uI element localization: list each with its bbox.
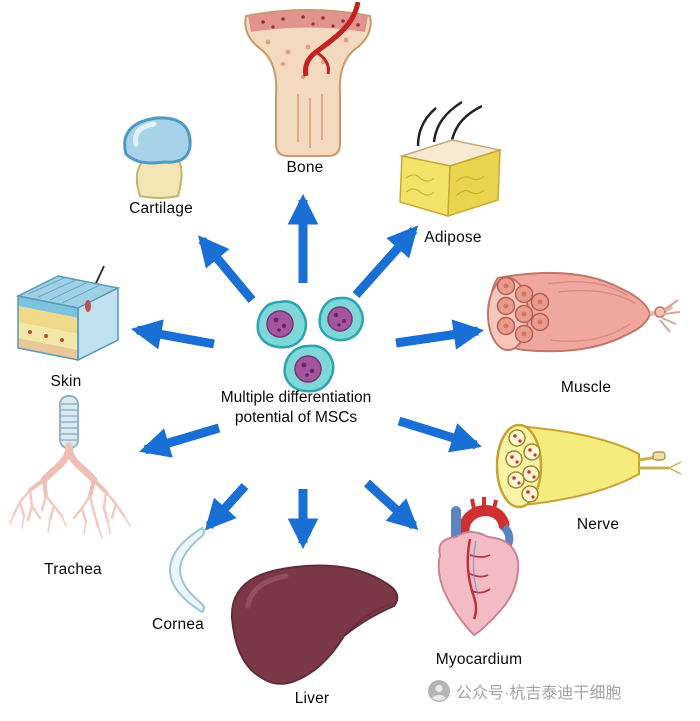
nerve-axon-ends bbox=[668, 461, 682, 475]
adipose-hairs bbox=[416, 100, 483, 147]
stem-cell bbox=[256, 300, 308, 349]
wechat-official-account-icon bbox=[428, 680, 450, 702]
label-adipose: Adipose bbox=[424, 229, 482, 246]
bone-body bbox=[244, 9, 372, 157]
liver-lobe-line bbox=[343, 603, 391, 637]
bronchi-main bbox=[40, 442, 98, 484]
heart-coronary-branches bbox=[467, 554, 491, 594]
arrow-to-adipose bbox=[352, 225, 419, 298]
label-trachea: Trachea bbox=[44, 561, 102, 578]
arrow-to-skin bbox=[130, 319, 215, 350]
liver-illustration bbox=[222, 556, 407, 696]
arrow-to-muscle bbox=[395, 319, 485, 350]
bone-artery-branch bbox=[315, 50, 330, 75]
cornea-crescent bbox=[168, 526, 205, 614]
muscle-fascicle-cores bbox=[503, 283, 543, 337]
nerve-bundle-axon-dots bbox=[510, 434, 537, 499]
adipose-side-face bbox=[447, 148, 501, 218]
label-myocardium: Myocardium bbox=[435, 651, 523, 668]
label-nerve: Nerve bbox=[576, 516, 620, 533]
arrow-to-myocardium bbox=[363, 479, 419, 531]
liver-highlight bbox=[245, 573, 289, 609]
watermark: 公众号·杭吉泰迪干细胞 bbox=[428, 679, 621, 703]
arrow-to-nerve bbox=[397, 416, 482, 453]
bone-marrow-speckles bbox=[261, 15, 360, 29]
skin-epidermis-layer bbox=[18, 296, 78, 318]
bone-marrow-band bbox=[248, 11, 368, 32]
bronchi-secondary bbox=[28, 478, 108, 498]
skin-dermis-layer bbox=[18, 306, 78, 334]
label-bone: Bone bbox=[286, 159, 324, 176]
heart-aorta bbox=[458, 505, 510, 537]
nerve-illustration bbox=[487, 416, 682, 516]
heart-body bbox=[437, 531, 520, 637]
cartilage-bone-stem bbox=[135, 154, 183, 199]
center-caption-line1: Multiple differentiation bbox=[220, 389, 372, 406]
adipose-illustration bbox=[394, 98, 506, 220]
bone-shaft-streaks bbox=[297, 94, 323, 148]
stem-cell bbox=[283, 344, 335, 393]
bronchioles bbox=[12, 488, 126, 528]
skin-top-hatch bbox=[27, 277, 101, 304]
muscle-tendon-fray bbox=[659, 299, 681, 333]
skin-base-layer bbox=[18, 338, 78, 360]
cornea-illustration bbox=[160, 524, 215, 616]
label-cartilage: Cartilage bbox=[129, 200, 193, 217]
heart-coronary-artery bbox=[466, 538, 478, 620]
muscle-striations bbox=[547, 280, 637, 343]
label-liver: Liver bbox=[294, 690, 330, 707]
skin-follicle bbox=[85, 300, 91, 312]
myocardium-illustration bbox=[412, 497, 547, 652]
skin-cell-dots bbox=[28, 330, 64, 342]
skin-front-outline bbox=[17, 295, 79, 361]
arrow-to-cartilage bbox=[198, 235, 256, 303]
center-caption-line2: potential of MSCs bbox=[234, 409, 358, 427]
nerve-myelin-segment bbox=[652, 451, 666, 461]
adipose-front-face bbox=[399, 155, 451, 217]
center-caption: Multiple differentiation potential of MS… bbox=[166, 388, 426, 428]
trachea-illustration bbox=[6, 392, 141, 550]
heart-coronary-vein bbox=[472, 540, 479, 596]
label-cornea: Cornea bbox=[151, 616, 205, 633]
bronchiole-twigs bbox=[9, 513, 131, 539]
liver-body bbox=[230, 564, 399, 685]
muscle-illustration bbox=[478, 262, 683, 370]
cartilage-illustration bbox=[116, 112, 201, 200]
arrow-to-cornea bbox=[204, 482, 249, 531]
adipose-lobule-texture bbox=[405, 174, 485, 197]
watermark-text: 公众号·杭吉泰迪干细胞 bbox=[456, 685, 622, 702]
label-muscle: Muscle bbox=[560, 379, 612, 396]
msc-cells-illustration bbox=[250, 293, 370, 405]
trachea-rings bbox=[60, 403, 78, 441]
stem-cell bbox=[318, 296, 364, 342]
skin-illustration bbox=[12, 262, 124, 364]
bone-illustration bbox=[238, 1, 378, 160]
label-skin: Skin bbox=[50, 373, 82, 390]
arrow-to-trachea bbox=[139, 423, 221, 458]
muscle-tendon-bulb bbox=[654, 306, 666, 318]
cartilage-highlight bbox=[132, 121, 157, 147]
heart-aorta-branches bbox=[470, 497, 498, 510]
